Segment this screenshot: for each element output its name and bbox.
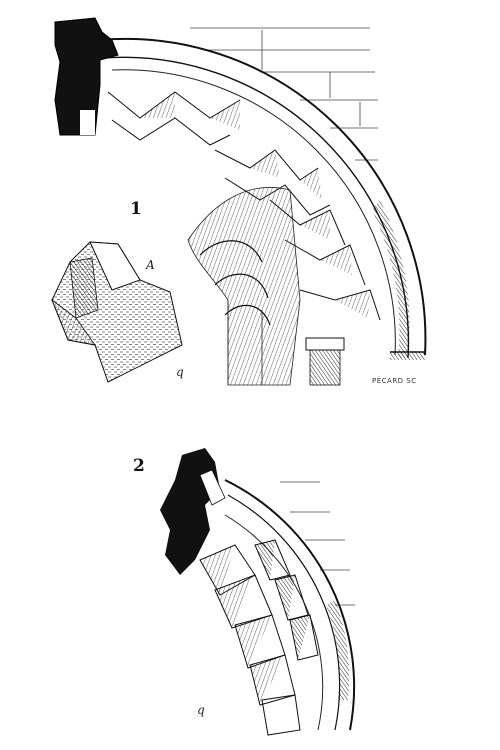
figure-2-arch (160, 448, 356, 736)
figure-number-1: 1 (130, 199, 142, 219)
figure-number-2: 2 (133, 456, 145, 476)
monogram-figure-1: q (176, 365, 184, 379)
voussoir-detail-a (51, 241, 183, 383)
figure-1-arch (51, 17, 427, 386)
monogram-figure-2: q (197, 703, 205, 717)
detail-letter-a: A (146, 258, 155, 272)
engraver-signature: PÉCARD SC (372, 377, 417, 385)
